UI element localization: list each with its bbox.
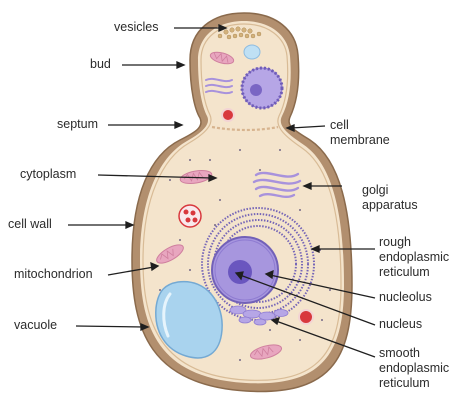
label-smooth-er-line2: endoplasmic — [379, 361, 464, 376]
label-vesicles: vesicles — [114, 20, 158, 35]
label-golgi-line2: apparatus — [362, 198, 442, 213]
label-mitochondrion: mitochondrion — [14, 267, 93, 282]
label-smooth-er-line1: smooth — [379, 346, 464, 361]
label-cell-membrane-line2: membrane — [330, 133, 410, 148]
label-vacuole: vacuole — [14, 318, 57, 333]
label-cytoplasm: cytoplasm — [20, 167, 76, 182]
nucleus — [212, 237, 278, 303]
label-golgi-line1: golgi — [362, 183, 442, 198]
label-smooth-er: smooth endoplasmic reticulum — [379, 346, 464, 391]
label-rough-er-line2: endoplasmic — [379, 250, 464, 265]
bud-nucleus — [242, 68, 282, 108]
label-cell-membrane-line1: cell — [330, 118, 410, 133]
bud-vacuole — [244, 45, 260, 59]
label-septum: septum — [57, 117, 98, 132]
label-rough-er: rough endoplasmic reticulum — [379, 235, 464, 280]
lysosome — [179, 205, 201, 227]
red-body — [299, 310, 313, 324]
label-cell-membrane: cell membrane — [330, 118, 410, 148]
label-rough-er-line3: reticulum — [379, 265, 464, 280]
label-golgi-apparatus: golgi apparatus — [362, 183, 442, 213]
label-nucleolus: nucleolus — [379, 290, 432, 305]
label-rough-er-line1: rough — [379, 235, 464, 250]
label-bud: bud — [90, 57, 111, 72]
label-cell-wall: cell wall — [8, 217, 52, 232]
bud-red-body — [222, 109, 234, 121]
label-smooth-er-line3: reticulum — [379, 376, 464, 391]
label-nucleus: nucleus — [379, 317, 422, 332]
